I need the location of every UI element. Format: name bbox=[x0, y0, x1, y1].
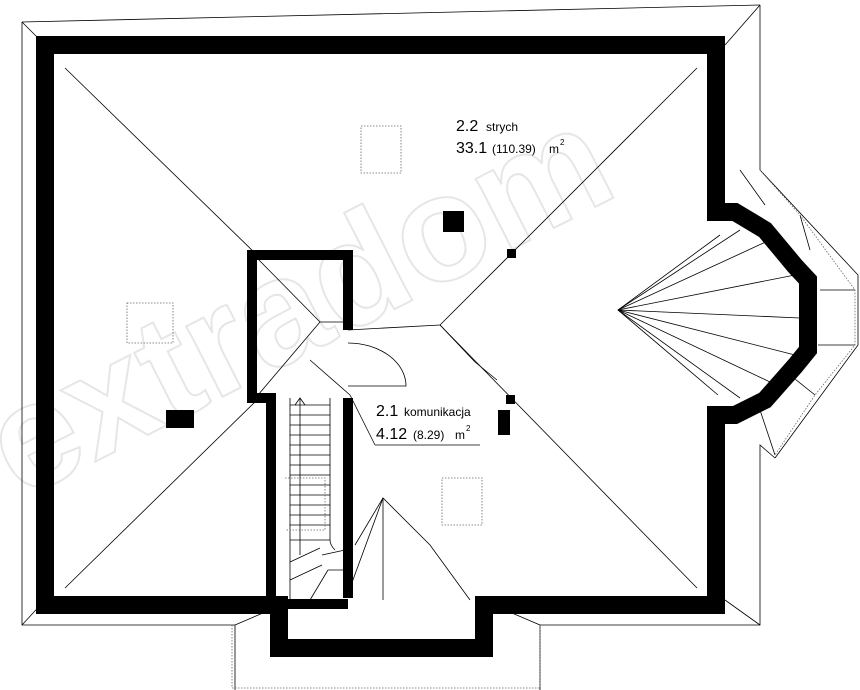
bay-roof bbox=[617, 169, 856, 456]
room-label-hallway: 2.1 komunikacja 4.12 (8.29) m 2 bbox=[376, 403, 471, 443]
watermark: extradom bbox=[0, 72, 636, 528]
roof-overhang-outline bbox=[21, 4, 859, 690]
outer-walls bbox=[36, 36, 817, 657]
room-number: 2.2 bbox=[456, 118, 478, 135]
room-area-total: (110.39) bbox=[492, 142, 536, 156]
room-number: 2.1 bbox=[376, 403, 398, 420]
room-area-unit-exponent: 2 bbox=[466, 424, 471, 433]
staircase bbox=[285, 397, 346, 601]
room-area-unit: m bbox=[455, 428, 465, 442]
room-area: 33.1 bbox=[456, 140, 487, 157]
room-name: komunikacja bbox=[404, 405, 471, 419]
room-label-attic: 2.2 strych 33.1 (110.39) m 2 bbox=[456, 118, 565, 157]
roof-windows bbox=[126, 125, 483, 526]
chimneys bbox=[166, 211, 516, 435]
stair-shaft-walls bbox=[247, 250, 353, 609]
room-area-unit-exponent: 2 bbox=[560, 138, 565, 147]
room-name: strych bbox=[486, 120, 518, 134]
room-area: 4.12 bbox=[376, 426, 407, 443]
room-area-unit: m bbox=[549, 142, 559, 156]
door-swing bbox=[309, 342, 480, 446]
room-area-total: (8.29) bbox=[413, 428, 444, 442]
roof-hip-lines bbox=[64, 67, 698, 601]
